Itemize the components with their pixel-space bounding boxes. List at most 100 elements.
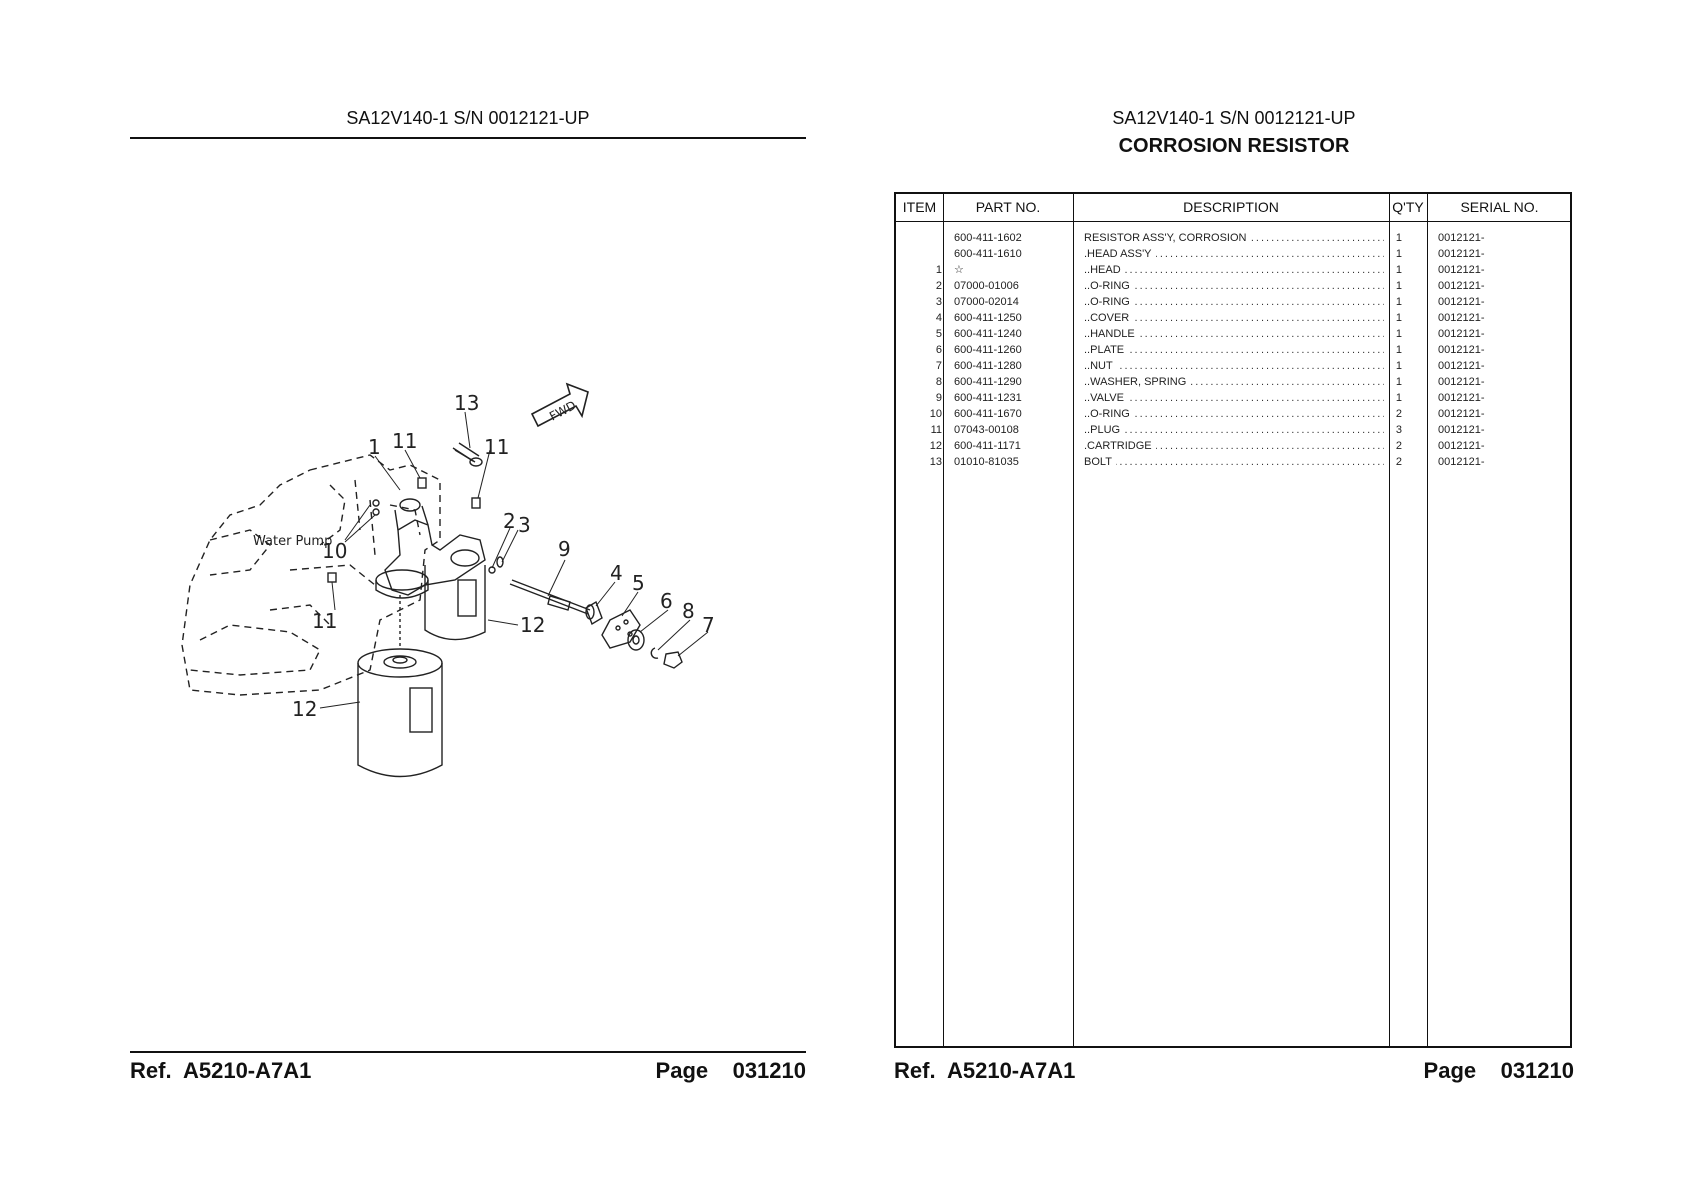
item-cell: 12 — [929, 440, 942, 452]
leader-dots: ........................................… — [1084, 312, 1384, 324]
qty-cell: 2 — [1395, 456, 1402, 468]
serial-no-cell: 0012121- — [1438, 424, 1485, 436]
col-divider-item — [943, 194, 944, 1046]
serial-no-cell: 0012121- — [1438, 248, 1485, 260]
item-cell: 5 — [935, 328, 942, 340]
description-cell: ........................................… — [1084, 310, 1384, 326]
callout-9: 9 — [558, 537, 571, 561]
qty-cell: 3 — [1395, 424, 1402, 436]
handle-part — [601, 609, 641, 649]
serial-no-cell: 0012121- — [1438, 280, 1485, 292]
description-text: RESISTOR ASS'Y, CORROSION — [1084, 232, 1251, 244]
description-cell: ........................................… — [1084, 374, 1384, 390]
description-cell: ........................................… — [1084, 342, 1384, 358]
item-cell: 11 — [930, 424, 942, 436]
callout-3: 3 — [518, 513, 531, 537]
qty-cell: 1 — [1395, 344, 1402, 356]
leader-dots: ........................................… — [1084, 360, 1384, 372]
nut-part — [663, 651, 683, 669]
serial-no-cell: 0012121- — [1438, 328, 1485, 340]
description-text: ..PLUG — [1084, 424, 1125, 436]
water-pump-label: Water Pump — [253, 534, 332, 549]
callout-1: 1 — [368, 435, 381, 459]
item-cell: 10 — [929, 408, 942, 420]
col-divider-part — [1073, 194, 1074, 1046]
item-cell: 1 — [935, 264, 942, 276]
leader-dots: ........................................… — [1084, 280, 1384, 292]
right-footer: Ref. A5210-A7A1 Page 031210 — [894, 1058, 1574, 1088]
right-footer-page: Page 031210 — [1423, 1058, 1574, 1083]
leader-dots: ........................................… — [1084, 344, 1384, 356]
description-text: ..HANDLE — [1084, 328, 1139, 340]
serial-no-cell: 0012121- — [1438, 392, 1485, 404]
callout-10: 10 — [322, 539, 347, 563]
callout-11-right: 11 — [484, 435, 509, 459]
callout-12-lower: 12 — [292, 697, 317, 721]
description-cell: ........................................… — [1084, 406, 1384, 422]
description-text: ..PLATE — [1084, 344, 1129, 356]
description-text: ..O-RING — [1084, 408, 1134, 420]
qty-cell: 1 — [1395, 360, 1402, 372]
item-cell: 6 — [935, 344, 942, 356]
callout-numbers: 13 11 1 11 10 2 3 9 11 12 4 5 6 8 7 12 — [292, 391, 715, 721]
leader-dots: ........................................… — [1084, 248, 1384, 260]
section-title: CORROSION RESISTOR — [1118, 135, 1350, 157]
part-no-cell: 01010-81035 — [954, 456, 1019, 468]
serial-no-cell: 0012121- — [1438, 232, 1485, 244]
table-row: 600-411-1602............................… — [896, 230, 1570, 246]
qty-cell: 2 — [1395, 440, 1402, 452]
col-header-item: ITEM — [902, 199, 937, 215]
qty-cell: 1 — [1395, 248, 1402, 260]
callout-8: 8 — [682, 599, 695, 623]
description-text: ..COVER — [1084, 312, 1134, 324]
left-footer-rule — [130, 1051, 806, 1053]
callout-12-upper: 12 — [520, 613, 545, 637]
item-cell: 13 — [929, 456, 942, 468]
leader-dots: ........................................… — [1084, 392, 1384, 404]
qty-cell: 1 — [1395, 312, 1402, 324]
serial-no-cell: 0012121- — [1438, 408, 1485, 420]
callout-11-left: 11 — [312, 609, 337, 633]
description-text: ..O-RING — [1084, 280, 1134, 292]
description-cell: ........................................… — [1084, 422, 1384, 438]
serial-no-cell: 0012121- — [1438, 344, 1485, 356]
part-no-cell: 600-411-1250 — [954, 312, 1022, 324]
o-ring-3 — [496, 556, 504, 568]
part-no-cell: 600-411-1610 — [954, 248, 1022, 260]
serial-no-cell: 0012121- — [1438, 312, 1485, 324]
col-divider-desc — [1389, 194, 1390, 1046]
part-no-cell: 07000-02014 — [954, 296, 1019, 308]
leader-dots: ........................................… — [1084, 328, 1384, 340]
qty-cell: 2 — [1395, 408, 1402, 420]
right-footer-ref: Ref. A5210-A7A1 — [894, 1058, 1076, 1083]
qty-cell: 1 — [1395, 328, 1402, 340]
left-page: SA12V140-1 S/N 0012121-UP — [130, 108, 806, 1083]
leader-dots: ........................................… — [1084, 408, 1384, 420]
description-cell: ........................................… — [1084, 326, 1384, 342]
qty-cell: 1 — [1395, 264, 1402, 276]
part-no-cell: 600-411-1670 — [954, 408, 1022, 420]
left-footer-ref: Ref. A5210-A7A1 — [130, 1058, 312, 1083]
cartridge-upper — [424, 565, 486, 641]
table-row: 1☆......................................… — [896, 262, 1570, 278]
description-cell: ........................................… — [1084, 230, 1384, 246]
header-divider — [896, 221, 1570, 222]
serial-no-cell: 0012121- — [1438, 440, 1485, 452]
callout-13: 13 — [454, 391, 479, 415]
description-text: .CARTRIDGE — [1084, 440, 1156, 452]
exploded-parts-diagram: Water Pump FWD 13 11 1 11 10 2 3 9 11 12… — [181, 382, 715, 778]
leader-dots: ........................................… — [1084, 440, 1384, 452]
left-header-title: SA12V140-1 S/N 0012121-UP — [346, 108, 590, 128]
description-text: BOLT — [1084, 456, 1116, 468]
cover-part — [585, 600, 603, 626]
item-cell: 7 — [935, 360, 942, 372]
col-header-description: DESCRIPTION — [1183, 199, 1279, 215]
callout-6: 6 — [660, 589, 673, 613]
qty-cell: 1 — [1395, 376, 1402, 388]
leader-dots: ........................................… — [1084, 264, 1384, 276]
